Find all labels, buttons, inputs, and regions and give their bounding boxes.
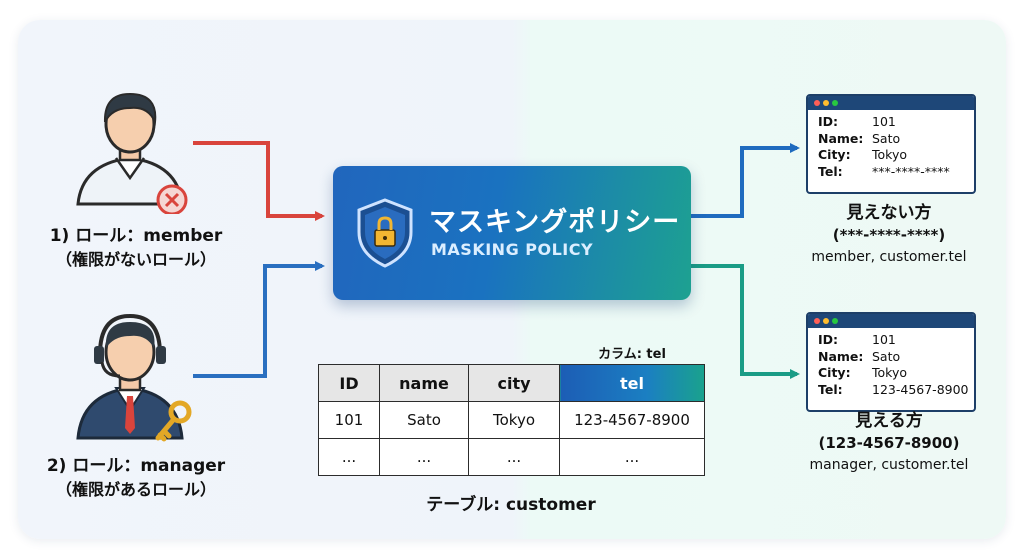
manager-role-title: 2) ロール：manager bbox=[46, 456, 226, 476]
window-title-bar bbox=[808, 314, 974, 328]
field-value: 101 bbox=[872, 332, 896, 347]
visible-result-title: 見える方 bbox=[855, 411, 923, 431]
field-value: Tokyo bbox=[872, 147, 907, 162]
manager-headset-user-icon bbox=[76, 313, 192, 442]
field-value: 123-4567-8900 bbox=[872, 381, 969, 397]
table-caption: テーブル: customer bbox=[426, 495, 596, 515]
window-title-bar bbox=[808, 96, 974, 110]
cell-tel: ... bbox=[559, 438, 705, 476]
header-name: name bbox=[379, 364, 469, 402]
window-dot-icon bbox=[832, 318, 838, 324]
field-key: City: bbox=[818, 147, 851, 162]
window-dot-icon bbox=[814, 318, 820, 324]
window-dot-icon bbox=[832, 100, 838, 106]
masked-result-grant: member, customer.tel bbox=[811, 249, 967, 265]
member-to-policy-arrow bbox=[193, 141, 325, 221]
cell-id: 101 bbox=[318, 401, 380, 439]
cell-name: ... bbox=[379, 438, 469, 476]
policy-to-visible-arrow bbox=[691, 264, 800, 379]
visible-result-value: (123-4567-8900) bbox=[818, 434, 960, 452]
member-user-icon bbox=[76, 92, 188, 214]
field-key: City: bbox=[818, 365, 851, 380]
cell-city: ... bbox=[468, 438, 560, 476]
table-header-row: ID name city tel bbox=[318, 364, 705, 402]
header-id: ID bbox=[318, 364, 380, 402]
field-key: Tel: bbox=[818, 381, 843, 397]
field-key: Tel: bbox=[818, 163, 843, 179]
header-tel: tel bbox=[559, 364, 705, 402]
key-icon bbox=[155, 400, 192, 442]
manager-role-description: （権限があるロール） bbox=[55, 480, 216, 499]
member-role-label: 1) ロール：member （権限がないロール） bbox=[16, 224, 256, 272]
field-value: 101 bbox=[872, 114, 896, 129]
cell-city: Tokyo bbox=[468, 401, 560, 439]
header-city: city bbox=[468, 364, 560, 402]
masked-result-value: (***-****-****) bbox=[832, 226, 946, 244]
masking-policy-box: マスキングポリシー MASKING POLICY bbox=[333, 166, 691, 300]
cell-id: ... bbox=[318, 438, 380, 476]
field-key: ID: bbox=[818, 332, 839, 347]
field-value: Tokyo bbox=[872, 365, 907, 380]
masked-result-window: ID: 101 Name: Sato City: Tokyo Tel: ***-****… bbox=[806, 94, 976, 194]
visible-result-grant: manager, customer.tel bbox=[809, 457, 969, 473]
deny-x-icon bbox=[156, 184, 188, 214]
field-key: Name: bbox=[818, 130, 864, 146]
field-value: Sato bbox=[872, 130, 901, 146]
cell-tel: 123-4567-8900 bbox=[559, 401, 705, 439]
member-role-description: （権限がないロール） bbox=[55, 250, 216, 269]
window-dot-icon bbox=[823, 100, 829, 106]
shield-lock-icon bbox=[357, 198, 413, 268]
column-caption: カラム: tel bbox=[598, 347, 666, 362]
visible-result-window: ID: 101 Name: Sato City: Tokyo Tel: 123-4567… bbox=[806, 312, 976, 412]
masked-result-title: 見えない方 bbox=[846, 203, 932, 223]
window-dot-icon bbox=[814, 100, 820, 106]
policy-title-en: MASKING POLICY bbox=[431, 240, 594, 259]
window-dot-icon bbox=[823, 318, 829, 324]
cell-name: Sato bbox=[379, 401, 469, 439]
policy-title-jp: マスキングポリシー bbox=[429, 207, 681, 238]
field-value: Sato bbox=[872, 348, 901, 364]
field-key: ID: bbox=[818, 114, 839, 129]
manager-role-label: 2) ロール：manager （権限があるロール） bbox=[16, 454, 256, 502]
member-role-title: 1) ロール：member bbox=[49, 226, 223, 246]
field-value: ***-****-**** bbox=[872, 163, 950, 179]
policy-to-masked-arrow bbox=[691, 143, 800, 218]
field-key: Name: bbox=[818, 348, 864, 364]
manager-to-policy-arrow bbox=[193, 261, 325, 378]
customer-table: ID name city tel 101 Sato Tokyo 123-4567… bbox=[318, 364, 705, 476]
table-row: ... ... ... ... bbox=[318, 438, 705, 476]
table-row: 101 Sato Tokyo 123-4567-8900 bbox=[318, 401, 705, 439]
